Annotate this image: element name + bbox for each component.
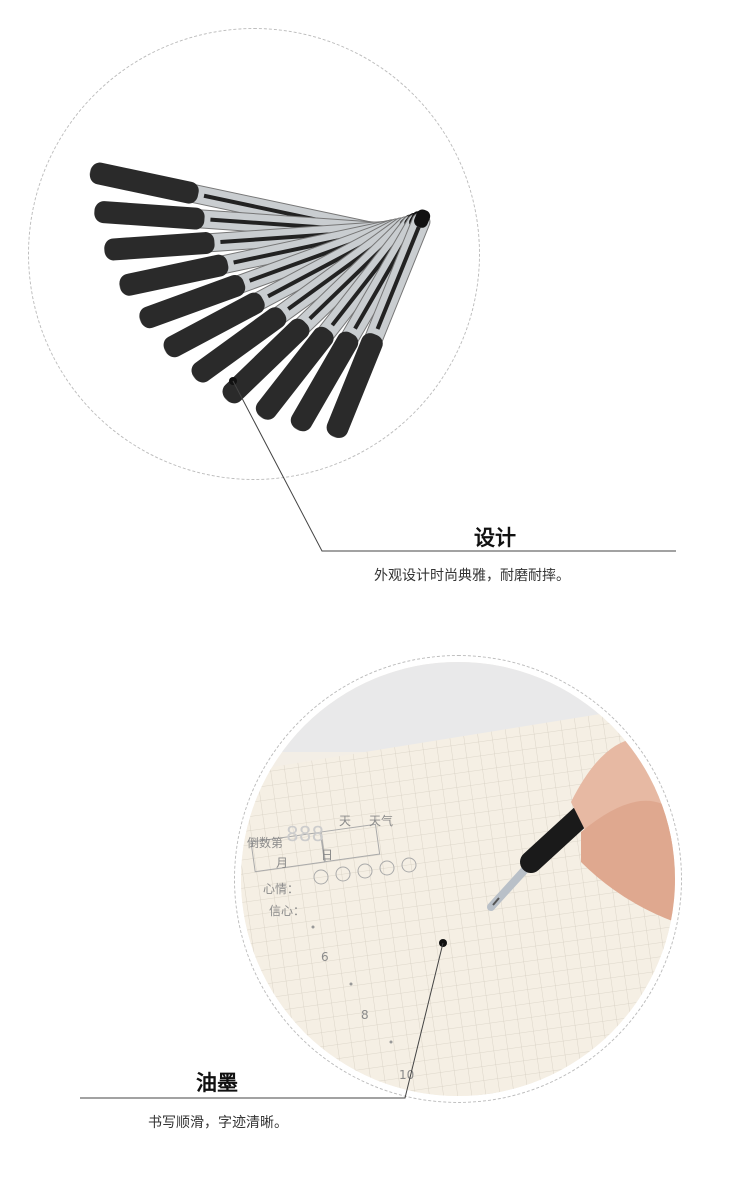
pen <box>163 218 409 358</box>
ruler-8: 8 <box>361 1008 369 1022</box>
notebook-countdown: 倒数第 <box>247 836 284 850</box>
mood-hearts <box>313 857 417 885</box>
notebook-date: 日 <box>321 848 334 862</box>
notebook-mood: 心情： <box>263 882 300 896</box>
notebook-digits: 888 <box>286 822 325 846</box>
writing-photo-circle: 倒数第 888 天 天气 月 日 心情： 信心： 6 8 10 <box>234 655 682 1103</box>
pens-photo-circle <box>28 28 480 480</box>
design-title: 设计 <box>474 526 516 550</box>
ruler-6: 6 <box>321 950 329 964</box>
pens-illustration <box>89 162 431 438</box>
ink-subtitle: 书写顺滑，字迹清晰。 <box>148 1115 288 1131</box>
notebook-month: 月 <box>276 856 289 870</box>
notebook-confidence: 信心： <box>269 904 306 918</box>
notebook-photo: 倒数第 888 天 天气 月 日 心情： 信心： 6 8 10 <box>241 662 675 1096</box>
ink-title: 油墨 <box>196 1071 238 1095</box>
notebook-day: 天 <box>339 814 352 828</box>
design-subtitle: 外观设计时尚典雅，耐磨耐摔。 <box>374 568 570 584</box>
ruler-10: 10 <box>399 1068 415 1082</box>
notebook-weather: 天气 <box>369 814 394 828</box>
